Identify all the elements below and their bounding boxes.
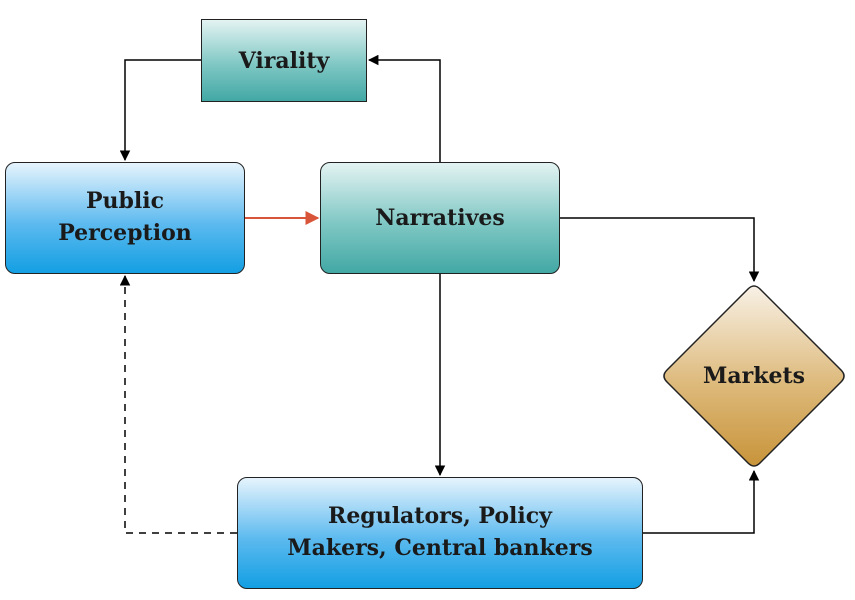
virality-label: Virality	[238, 47, 330, 74]
markets-label-text: Markets	[703, 363, 805, 389]
edge-virality-to-perception	[119, 59, 201, 162]
edge-narratives-to-markets	[560, 217, 760, 283]
narratives-node: Narratives	[320, 162, 560, 274]
regulators-node: Regulators, Policy Makers, Central banke…	[237, 477, 643, 589]
virality-node: Virality	[201, 19, 367, 102]
public-perception-label: Public Perception	[58, 188, 192, 246]
edge-narratives-to-virality	[367, 54, 441, 162]
regulators-label: Regulators, Policy Makers, Central banke…	[287, 503, 593, 561]
markets-node: Markets	[661, 283, 847, 469]
markets-diamond	[663, 285, 845, 467]
edge-regulators-to-markets	[643, 469, 760, 534]
edge-regulators-to-perception	[119, 274, 237, 534]
narratives-label: Narratives	[375, 205, 505, 231]
public-perception-node: Public Perception	[5, 162, 245, 274]
